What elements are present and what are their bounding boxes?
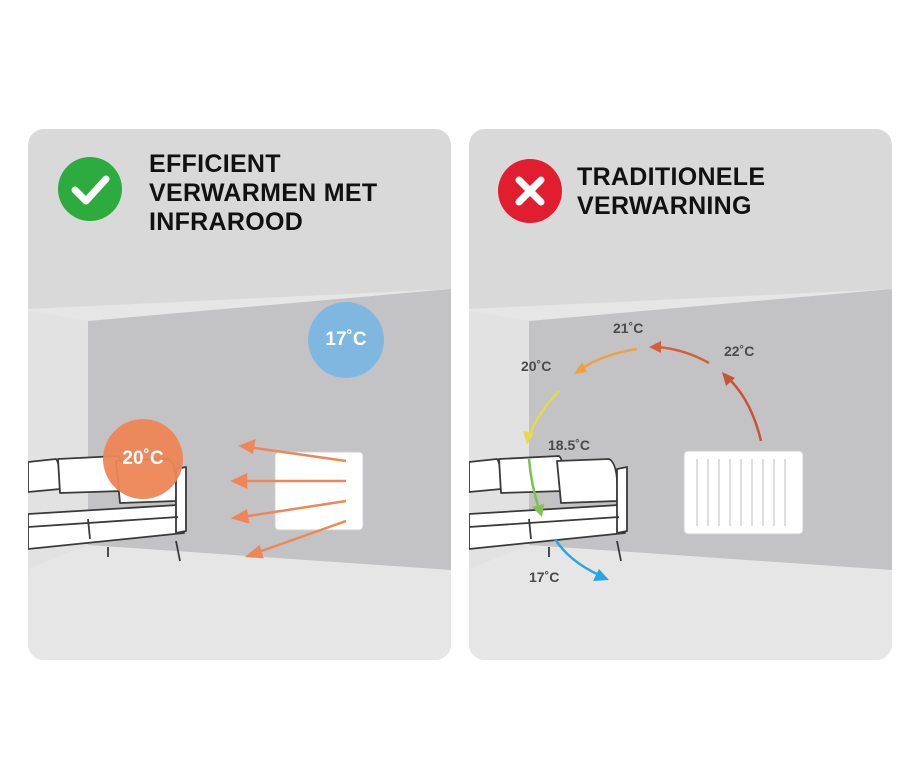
infrared-heating-panel: EFFICIENT VERWARMEN MET INFRAROOD 17˚C 2… — [28, 129, 451, 660]
right-title-line-1: TRADITIONELE — [577, 163, 766, 191]
left-title-line-2: VERWARMEN MET — [149, 179, 378, 207]
temp-label-18-5: 18.5˚C — [548, 437, 591, 453]
temp-label-21: 21˚C — [613, 320, 644, 336]
room-temperature-bubble: 20˚C — [103, 419, 183, 499]
side-wall — [469, 311, 529, 569]
cross-icon — [498, 159, 562, 223]
infrared-panel-heater — [274, 451, 364, 531]
traditional-heating-panel: TRADITIONELE VERWARNING 22˚C 21˚C 20˚C 1… — [469, 129, 892, 660]
radiant-heat-arrows — [230, 439, 347, 559]
right-title: TRADITIONELE VERWARNING — [577, 163, 765, 221]
temp-label-20: 20˚C — [521, 358, 552, 374]
checkmark-icon — [58, 157, 122, 221]
convection-radiator — [683, 450, 804, 535]
temp-label-22: 22˚C — [724, 343, 755, 359]
convection-arrows — [523, 341, 763, 581]
left-title: EFFICIENT VERWARMEN MET INFRAROOD — [149, 150, 377, 237]
left-title-line-3: INFRAROOD — [149, 208, 304, 236]
temp-label-17: 17˚C — [529, 569, 560, 585]
ceiling-temperature-bubble: 17˚C — [308, 302, 384, 378]
right-room-scene — [469, 289, 892, 660]
side-wall — [28, 311, 88, 569]
left-title-line-1: EFFICIENT — [149, 150, 281, 178]
right-title-line-2: VERWARNING — [577, 192, 752, 220]
